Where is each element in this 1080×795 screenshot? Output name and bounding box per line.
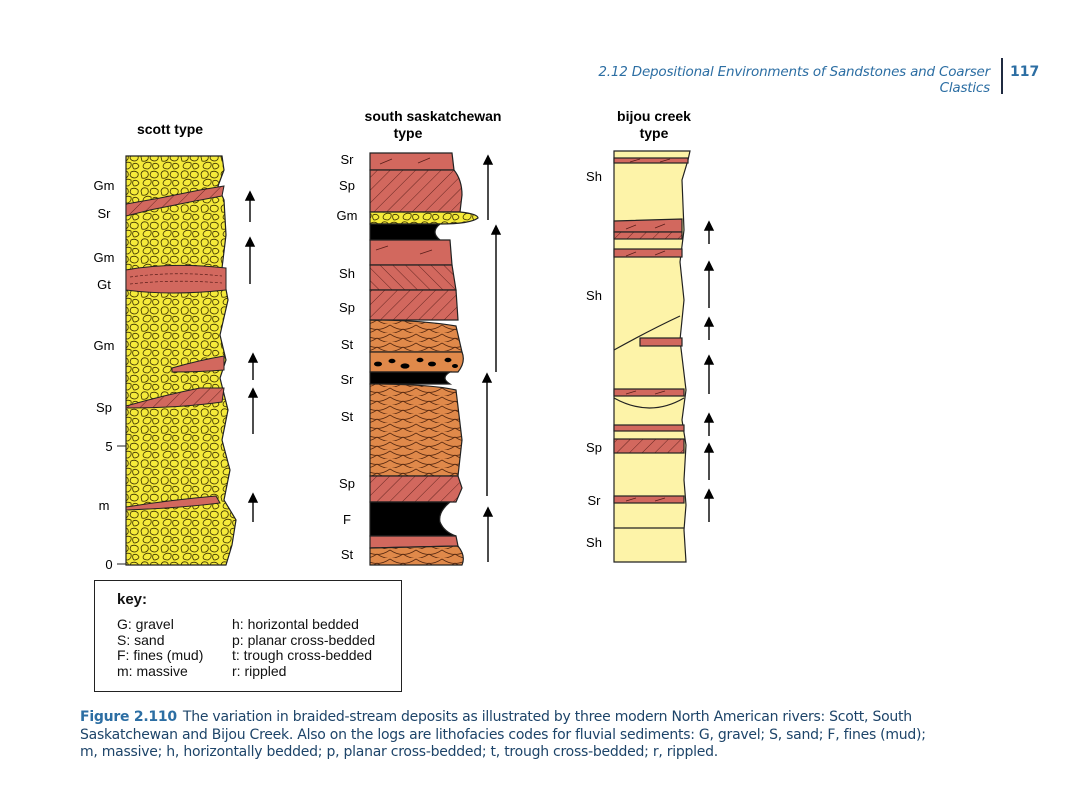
key-item: p: planar cross-bedded — [232, 631, 376, 648]
scott-sand-lens-gt — [125, 264, 227, 294]
svg-text:Sp: Sp — [339, 178, 355, 193]
scott-fining-arrows — [244, 190, 259, 522]
figure-label: Figure 2.110 — [80, 709, 177, 725]
svg-text:Gm: Gm — [94, 338, 115, 353]
key-item: G: gravel — [117, 616, 174, 632]
legend-key-box: key: G: gravel S: sand F: fines (mud) m:… — [94, 580, 402, 692]
svg-text:St: St — [341, 337, 354, 352]
key-item: F: fines (mud) — [117, 647, 204, 663]
svg-text:Sh: Sh — [339, 266, 355, 281]
svg-text:St: St — [341, 547, 354, 562]
stratigraphic-log-figure: scott type Gm Sr Gm Gt Gm Sp m 5 0 south… — [94, 108, 715, 572]
svg-text:Sh: Sh — [586, 169, 602, 184]
svg-text:F: F — [343, 512, 351, 527]
south-saskatchewan-title-line-1: south saskatchewan — [365, 108, 502, 124]
svg-text:Gm: Gm — [337, 208, 358, 223]
key-item: r: rippled — [232, 662, 287, 679]
scott-column — [125, 155, 237, 566]
svg-text:Sp: Sp — [586, 440, 602, 455]
scott-sand-lens-m — [125, 495, 221, 511]
svg-text:Gm: Gm — [94, 250, 115, 265]
south-saskatchewan-column — [369, 152, 479, 566]
bijou-creek-column — [613, 150, 691, 563]
svg-text:m: m — [99, 498, 110, 513]
svg-text:Sp: Sp — [339, 476, 355, 491]
svg-text:Sr: Sr — [588, 493, 602, 508]
page-divider — [1001, 58, 1003, 94]
scott-sand-lens-sp — [125, 387, 225, 409]
bijou-creek-ripple-marks — [625, 158, 671, 502]
svg-text:Sh: Sh — [586, 288, 602, 303]
scale-label-5: 5 — [105, 439, 112, 454]
scott-column-title: scott type — [137, 121, 203, 137]
caption-text: The variation in braided-stream deposits… — [80, 709, 926, 760]
svg-text:Sr: Sr — [341, 152, 355, 167]
bijou-creek-labels: Sh Sh Sp Sr Sh — [586, 169, 602, 550]
key-title: key: — [117, 591, 148, 608]
running-head: 2.12 Depositional Environments of Sandst… — [598, 64, 990, 96]
key-item: t: trough cross-bedded — [232, 647, 373, 663]
key-item: S: sand — [117, 631, 165, 648]
scale-label-0: 0 — [105, 557, 112, 572]
svg-text:St: St — [341, 409, 354, 424]
bijou-creek-fining-arrows — [703, 220, 715, 522]
svg-text:Sr: Sr — [341, 372, 355, 387]
key-structure-list: h: horizontal bedded p: planar cross-bed… — [232, 616, 376, 679]
key-item: m: massive — [117, 662, 188, 679]
south-saskatchewan-title-line-2: type — [394, 125, 423, 141]
key-item: h: horizontal bedded — [232, 616, 359, 632]
key-lithology-list: G: gravel S: sand F: fines (mud) m: mass… — [117, 616, 204, 679]
svg-text:Sh: Sh — [586, 535, 602, 550]
svg-text:Sp: Sp — [96, 400, 112, 415]
south-saskatchewan-gravel-clasts — [374, 357, 458, 369]
page-number: 117 — [1010, 64, 1040, 80]
scott-sand-lens-1 — [125, 185, 225, 217]
svg-text:Sp: Sp — [339, 300, 355, 315]
bijou-creek-title-line-1: bijou creek — [617, 108, 691, 124]
svg-text:Gm: Gm — [94, 178, 115, 193]
scott-labels: Gm Sr Gm Gt Gm Sp m 5 0 — [94, 178, 126, 572]
scott-sand-lens-2 — [171, 355, 225, 373]
svg-text:Gt: Gt — [97, 277, 111, 292]
south-saskatchewan-labels: Sr Sp Gm Sh Sp St Sr St Sp F St — [337, 152, 358, 562]
svg-text:Sr: Sr — [98, 206, 112, 221]
south-saskatchewan-fining-arrows — [481, 154, 502, 562]
bijou-creek-title-line-2: type — [640, 125, 669, 141]
